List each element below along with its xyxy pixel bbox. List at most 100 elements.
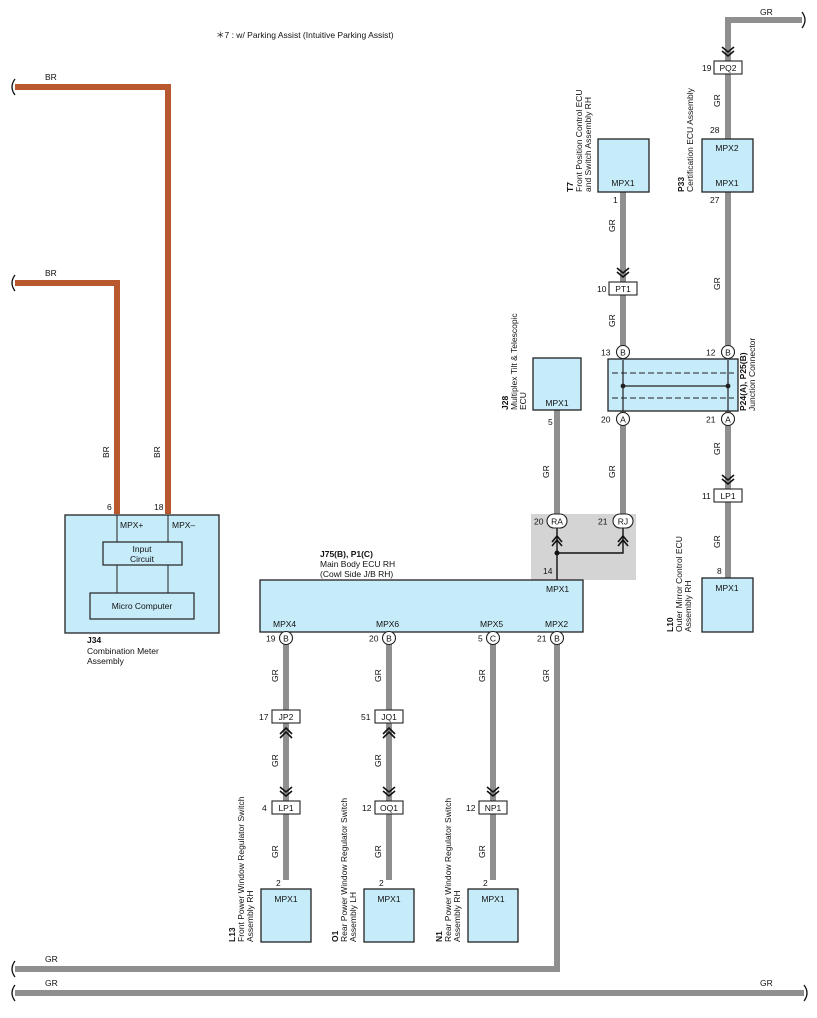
input-circuit-label: Input xyxy=(133,544,153,554)
pin-number: 27 xyxy=(710,195,720,205)
pin-number: 51 xyxy=(361,712,371,722)
component-name: Junction Connector xyxy=(747,338,757,411)
connector-pt1 xyxy=(608,281,638,296)
connector-name: OQ1 xyxy=(380,803,398,813)
connector-letter: B xyxy=(554,634,560,644)
t7-front-position-control-ecu: MPX1 1 T7 Front Position Control ECU and… xyxy=(565,89,650,205)
pin-label: MPX1 xyxy=(545,398,568,408)
pin-number: 21 xyxy=(706,415,716,425)
connector-name: NP1 xyxy=(485,803,502,813)
wire-label-gr: GR xyxy=(760,7,773,17)
pin-label: MPX2 xyxy=(715,143,738,153)
component-code: L13 xyxy=(227,927,237,942)
pin-label: MPX1 xyxy=(715,178,738,188)
note-text: ＊7 : w/ Parking Assist (Intuitive Parkin… xyxy=(216,30,394,40)
wire-label-br: BR xyxy=(45,72,57,82)
wire-label-gr: GR xyxy=(541,465,551,478)
wire-label-gr: GR xyxy=(712,94,722,107)
wire-label-gr: GR xyxy=(45,978,58,988)
component-code: L10 xyxy=(665,617,675,632)
break-mark xyxy=(11,960,16,978)
connector-letter: B xyxy=(283,634,289,644)
connector-letter: B xyxy=(620,348,626,358)
wire-label-gr: GR xyxy=(607,314,617,327)
pin-number: 12 xyxy=(362,803,372,813)
pin-number: 5 xyxy=(548,417,553,427)
pin-number: 28 xyxy=(710,125,720,135)
pin-number: 11 xyxy=(702,491,711,501)
junction-ra-label: RA xyxy=(551,517,563,527)
j34-combination-meter: 6 18 MPX+ MPX– Input Circuit Micro Compu… xyxy=(64,502,220,666)
component-code: T7 xyxy=(565,182,575,192)
connector-pq2 xyxy=(713,60,743,75)
component-code: J28 xyxy=(500,396,510,410)
gr-wire-bottom-1 xyxy=(15,640,560,972)
pin-number: 21 xyxy=(537,634,547,644)
break-mark xyxy=(803,984,808,1002)
wire-label-gr: GR xyxy=(760,978,773,988)
component-name: Main Body ECU RH xyxy=(320,559,395,569)
p33-certification-ecu: MPX2 MPX1 28 27 P33 Certification ECU As… xyxy=(676,87,754,205)
component-name: ECU xyxy=(518,392,528,410)
pin-number: 8 xyxy=(717,566,722,576)
pin-number: 10 xyxy=(597,284,607,294)
connector-letter: B xyxy=(386,634,392,644)
connector-letter: B xyxy=(725,348,731,358)
pin-number: 5 xyxy=(478,634,483,644)
pin-label: MPX1 xyxy=(546,584,569,594)
br-wire-lower xyxy=(15,280,120,514)
connector-letter: A xyxy=(620,415,626,425)
component-code: J34 xyxy=(87,635,101,645)
connector-name: JQ1 xyxy=(381,712,397,722)
component-name: Rear Power Window Regulator Switch xyxy=(443,798,453,942)
wire-label-gr: GR xyxy=(270,845,280,858)
component-name: Front Power Window Regulator Switch xyxy=(236,796,246,942)
pin-number: 12 xyxy=(706,348,716,358)
component-name: Assembly LH xyxy=(348,892,358,942)
wire-label-br: BR xyxy=(45,268,57,278)
connector-letter: C xyxy=(490,634,496,644)
break-mark xyxy=(11,984,16,1002)
connector-name: JP2 xyxy=(279,712,294,722)
break-mark xyxy=(801,11,806,29)
wire-label-gr: GR xyxy=(712,277,722,290)
component-code: N1 xyxy=(434,931,444,942)
component-name: Outer Mirror Control ECU xyxy=(674,536,684,632)
wire-label-gr: GR xyxy=(712,535,722,548)
pin-label: MPX5 xyxy=(480,619,503,629)
wire-label-gr: GR xyxy=(373,669,383,682)
component-name: Assembly RH xyxy=(683,581,693,632)
pin-label: MPX1 xyxy=(715,583,738,593)
wire-label-br: BR xyxy=(101,446,111,458)
component-code: P24(A), P25(B) xyxy=(738,352,748,411)
junction-rj-label: RJ xyxy=(618,517,628,527)
component-name: (Cowl Side J/B RH) xyxy=(320,569,393,579)
wire-label-br: BR xyxy=(152,446,162,458)
pin-number: 19 xyxy=(702,63,712,73)
wire-label-gr: GR xyxy=(477,845,487,858)
pin-number: 20 xyxy=(369,634,379,644)
pin-label: MPX1 xyxy=(481,894,504,904)
connector-jq1 xyxy=(374,709,404,724)
pin-number: 2 xyxy=(379,878,384,888)
micro-computer-label: Micro Computer xyxy=(112,601,173,611)
pin-label: MPX1 xyxy=(274,894,297,904)
break-mark xyxy=(11,274,16,292)
pin-number: 13 xyxy=(601,348,611,358)
pin-label: MPX– xyxy=(172,520,195,530)
pin-number: 4 xyxy=(262,803,267,813)
br-wire-upper xyxy=(15,84,171,514)
connector-jp2 xyxy=(271,709,301,724)
junction-rj xyxy=(612,513,634,529)
pin-label: MPX2 xyxy=(545,619,568,629)
pin-label: MPX4 xyxy=(273,619,296,629)
pin-label: MPX1 xyxy=(377,894,400,904)
o1-rear-pw-switch-lh: MPX1 2 O1 Rear Power Window Regulator Sw… xyxy=(330,798,415,943)
component-name: Certification ECU Assembly xyxy=(685,87,695,192)
pin-number: 1 xyxy=(613,195,618,205)
pin-label: MPX6 xyxy=(376,619,399,629)
wire-label-gr: GR xyxy=(541,669,551,682)
break-mark xyxy=(11,78,16,96)
j75-main-body-ecu: J75(B), P1(C) Main Body ECU RH (Cowl Sid… xyxy=(259,549,584,633)
